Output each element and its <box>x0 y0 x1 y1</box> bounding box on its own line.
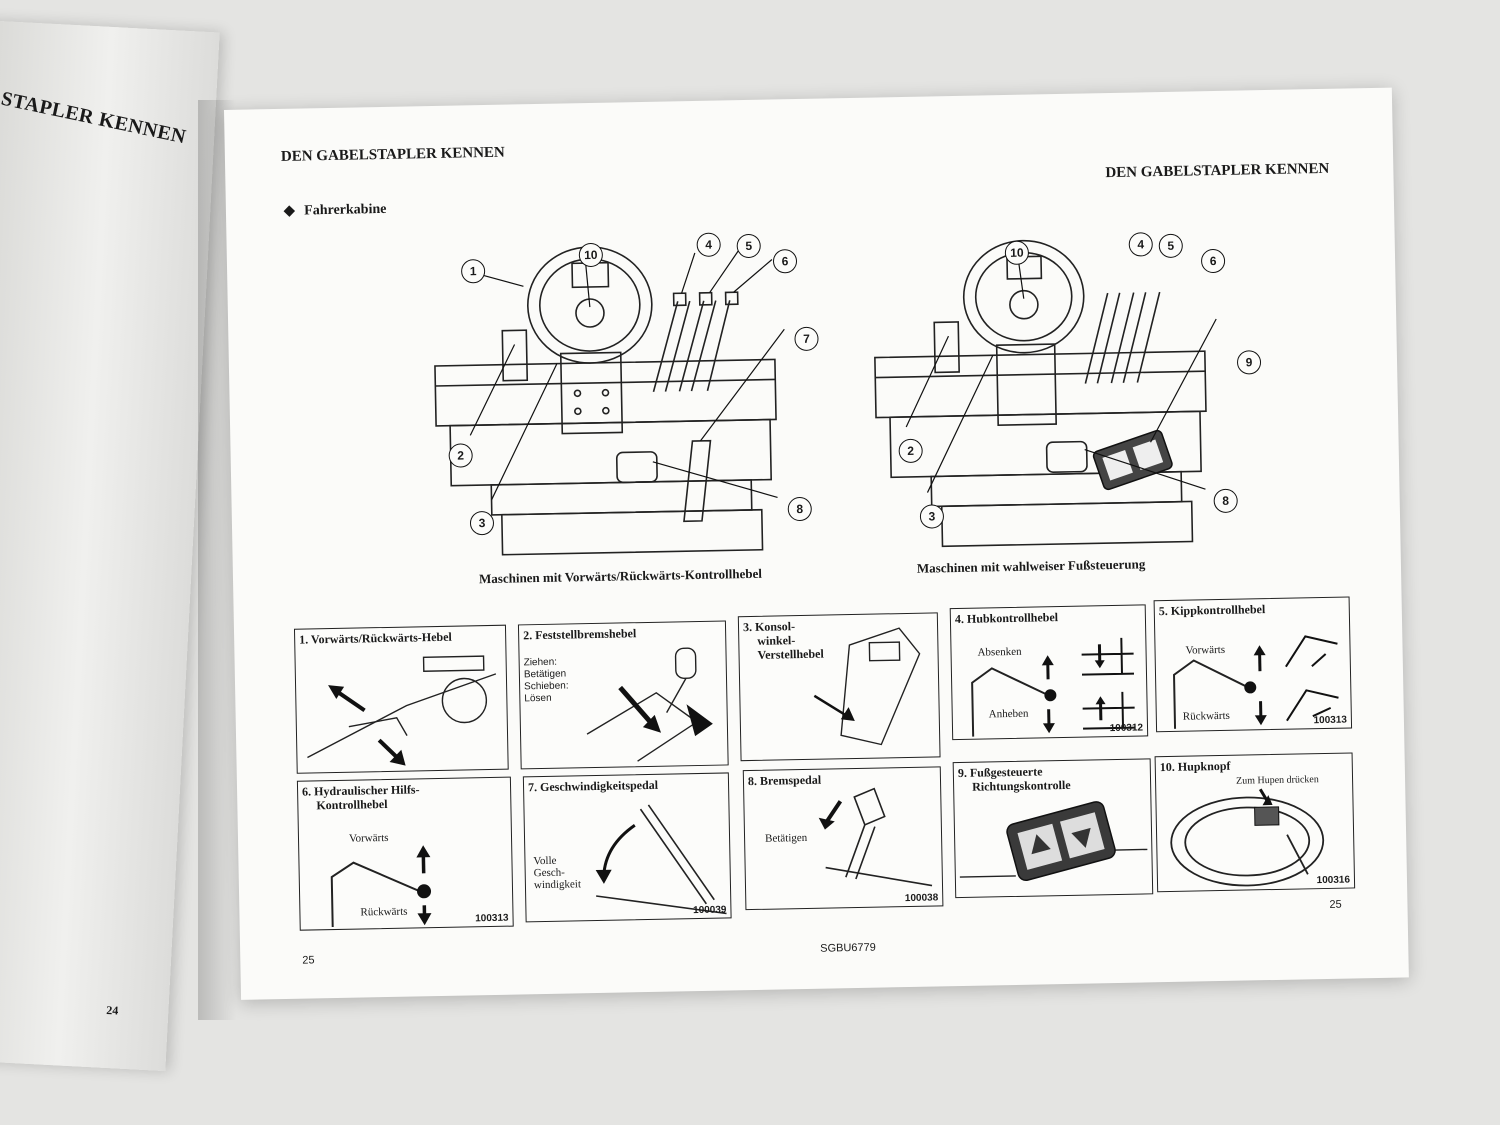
callout-8: 8 <box>787 496 812 522</box>
brake-pedal-sketch <box>818 787 933 887</box>
part-code: 100038 <box>904 892 939 905</box>
forward-reverse-lever-sketch <box>307 655 497 766</box>
footer-document-code: SGBU6779 <box>820 941 876 955</box>
panel-title: 7. Geschwindigkeitspedal <box>527 777 659 795</box>
callout-6: 6 <box>1200 248 1226 274</box>
callout-9: 9 <box>1236 350 1262 375</box>
horn-sketch <box>1170 788 1325 887</box>
tilt-lever-sketch <box>1173 635 1339 729</box>
left-page: ELSTAPLER KENNEN 24 <box>0 20 220 1072</box>
page-header-left: DEN GABELSTAPLER KENNEN <box>280 144 505 165</box>
panel-parking-brake-lever: 2. Feststellbremshebel Ziehen: Betätigen… <box>517 620 729 770</box>
label-release: Lösen <box>524 692 552 705</box>
part-code: 100313 <box>1313 714 1348 727</box>
section-heading: ◆ Fahrerkabine <box>284 201 387 220</box>
manual-page: DEN GABELSTAPLER KENNEN DEN GABELSTAPLER… <box>224 87 1409 1000</box>
speed-pedal-sketch <box>595 804 727 915</box>
page-header-right: DEN GABELSTAPLER KENNEN <box>1105 160 1330 182</box>
left-page-number: 24 <box>105 1002 119 1018</box>
part-code: 100313 <box>475 912 509 925</box>
label-apply: Betätigen <box>523 668 567 681</box>
callout-8: 8 <box>1213 488 1238 514</box>
callout-7: 7 <box>794 326 819 352</box>
panel-speed-pedal: 7. Geschwindigkeitspedal Volle Gesch- wi… <box>522 772 732 923</box>
label-speed-2: windigkeit <box>533 878 582 892</box>
part-code: 100312 <box>1109 722 1144 735</box>
section-title: Fahrerkabine <box>304 201 387 219</box>
label-speed-1: Gesch- <box>533 866 565 880</box>
panel-brake-pedal: 8. Bremspedal Betätigen 100038 <box>742 766 944 911</box>
label-push: Schieben: <box>524 680 569 693</box>
panel-foot-direction-control: 9. Fußgesteuerte Richtungskontrolle <box>952 758 1154 899</box>
part-code: 100316 <box>1316 874 1351 887</box>
panel-aux-hydraulic-lever: 6. Hydraulischer Hilfs- Kontrollhebel Vo… <box>296 776 514 931</box>
diamond-bullet-icon: ◆ <box>283 203 295 219</box>
label-pull: Ziehen: <box>523 656 558 669</box>
console-tilt-sketch <box>813 627 921 746</box>
label-apply: Betätigen <box>764 831 808 845</box>
panel-title: 10. Hupknopf <box>1159 758 1231 775</box>
panel-lift-control-lever: 4. Hubkontrollhebel Absenken Anheben 100… <box>949 604 1149 741</box>
parking-brake-sketch <box>586 647 713 762</box>
aux-hydraulic-sketch <box>330 845 432 928</box>
panel-title: 6. Hydraulischer Hilfs- Kontrollhebel <box>301 782 420 813</box>
panel-title: 5. Kippkontrollhebel <box>1158 602 1266 619</box>
footer-page-right: 25 <box>1329 898 1342 911</box>
panel-title: 4. Hubkontrollhebel <box>954 610 1059 627</box>
caption-foot-control: Maschinen mit wahlweiser Fußsteuerung <box>916 556 1146 576</box>
panel-horn-button: 10. Hupknopf Zum Hupen drücken 100316 <box>1154 752 1356 893</box>
footer-page-left: 25 <box>302 954 315 967</box>
panel-console-tilt-lever: 3. Konsol- winkel- Verstellhebel <box>737 612 941 762</box>
cab-illustration-foot-control <box>874 239 1217 548</box>
panel-title: 1. Vorwärts/Rückwärts-Hebel <box>299 629 452 647</box>
panel-forward-reverse-lever: 1. Vorwärts/Rückwärts-Hebel <box>293 624 509 774</box>
left-page-header: ELSTAPLER KENNEN <box>0 81 189 149</box>
part-code: 100039 <box>692 904 727 917</box>
foot-direction-sketch <box>959 801 1148 882</box>
panel-tilt-control-lever: 5. Kippkontrollhebel Vorwärts Rückwärts … <box>1153 596 1353 733</box>
lift-lever-sketch <box>971 637 1136 737</box>
panel-title: 8. Bremspedal <box>747 772 822 789</box>
label-full: Volle <box>533 854 557 868</box>
panel-title: 2. Feststellbremshebel <box>523 626 637 643</box>
panel-title: 9. Fußgesteuerte Richtungskontrolle <box>957 764 1071 794</box>
